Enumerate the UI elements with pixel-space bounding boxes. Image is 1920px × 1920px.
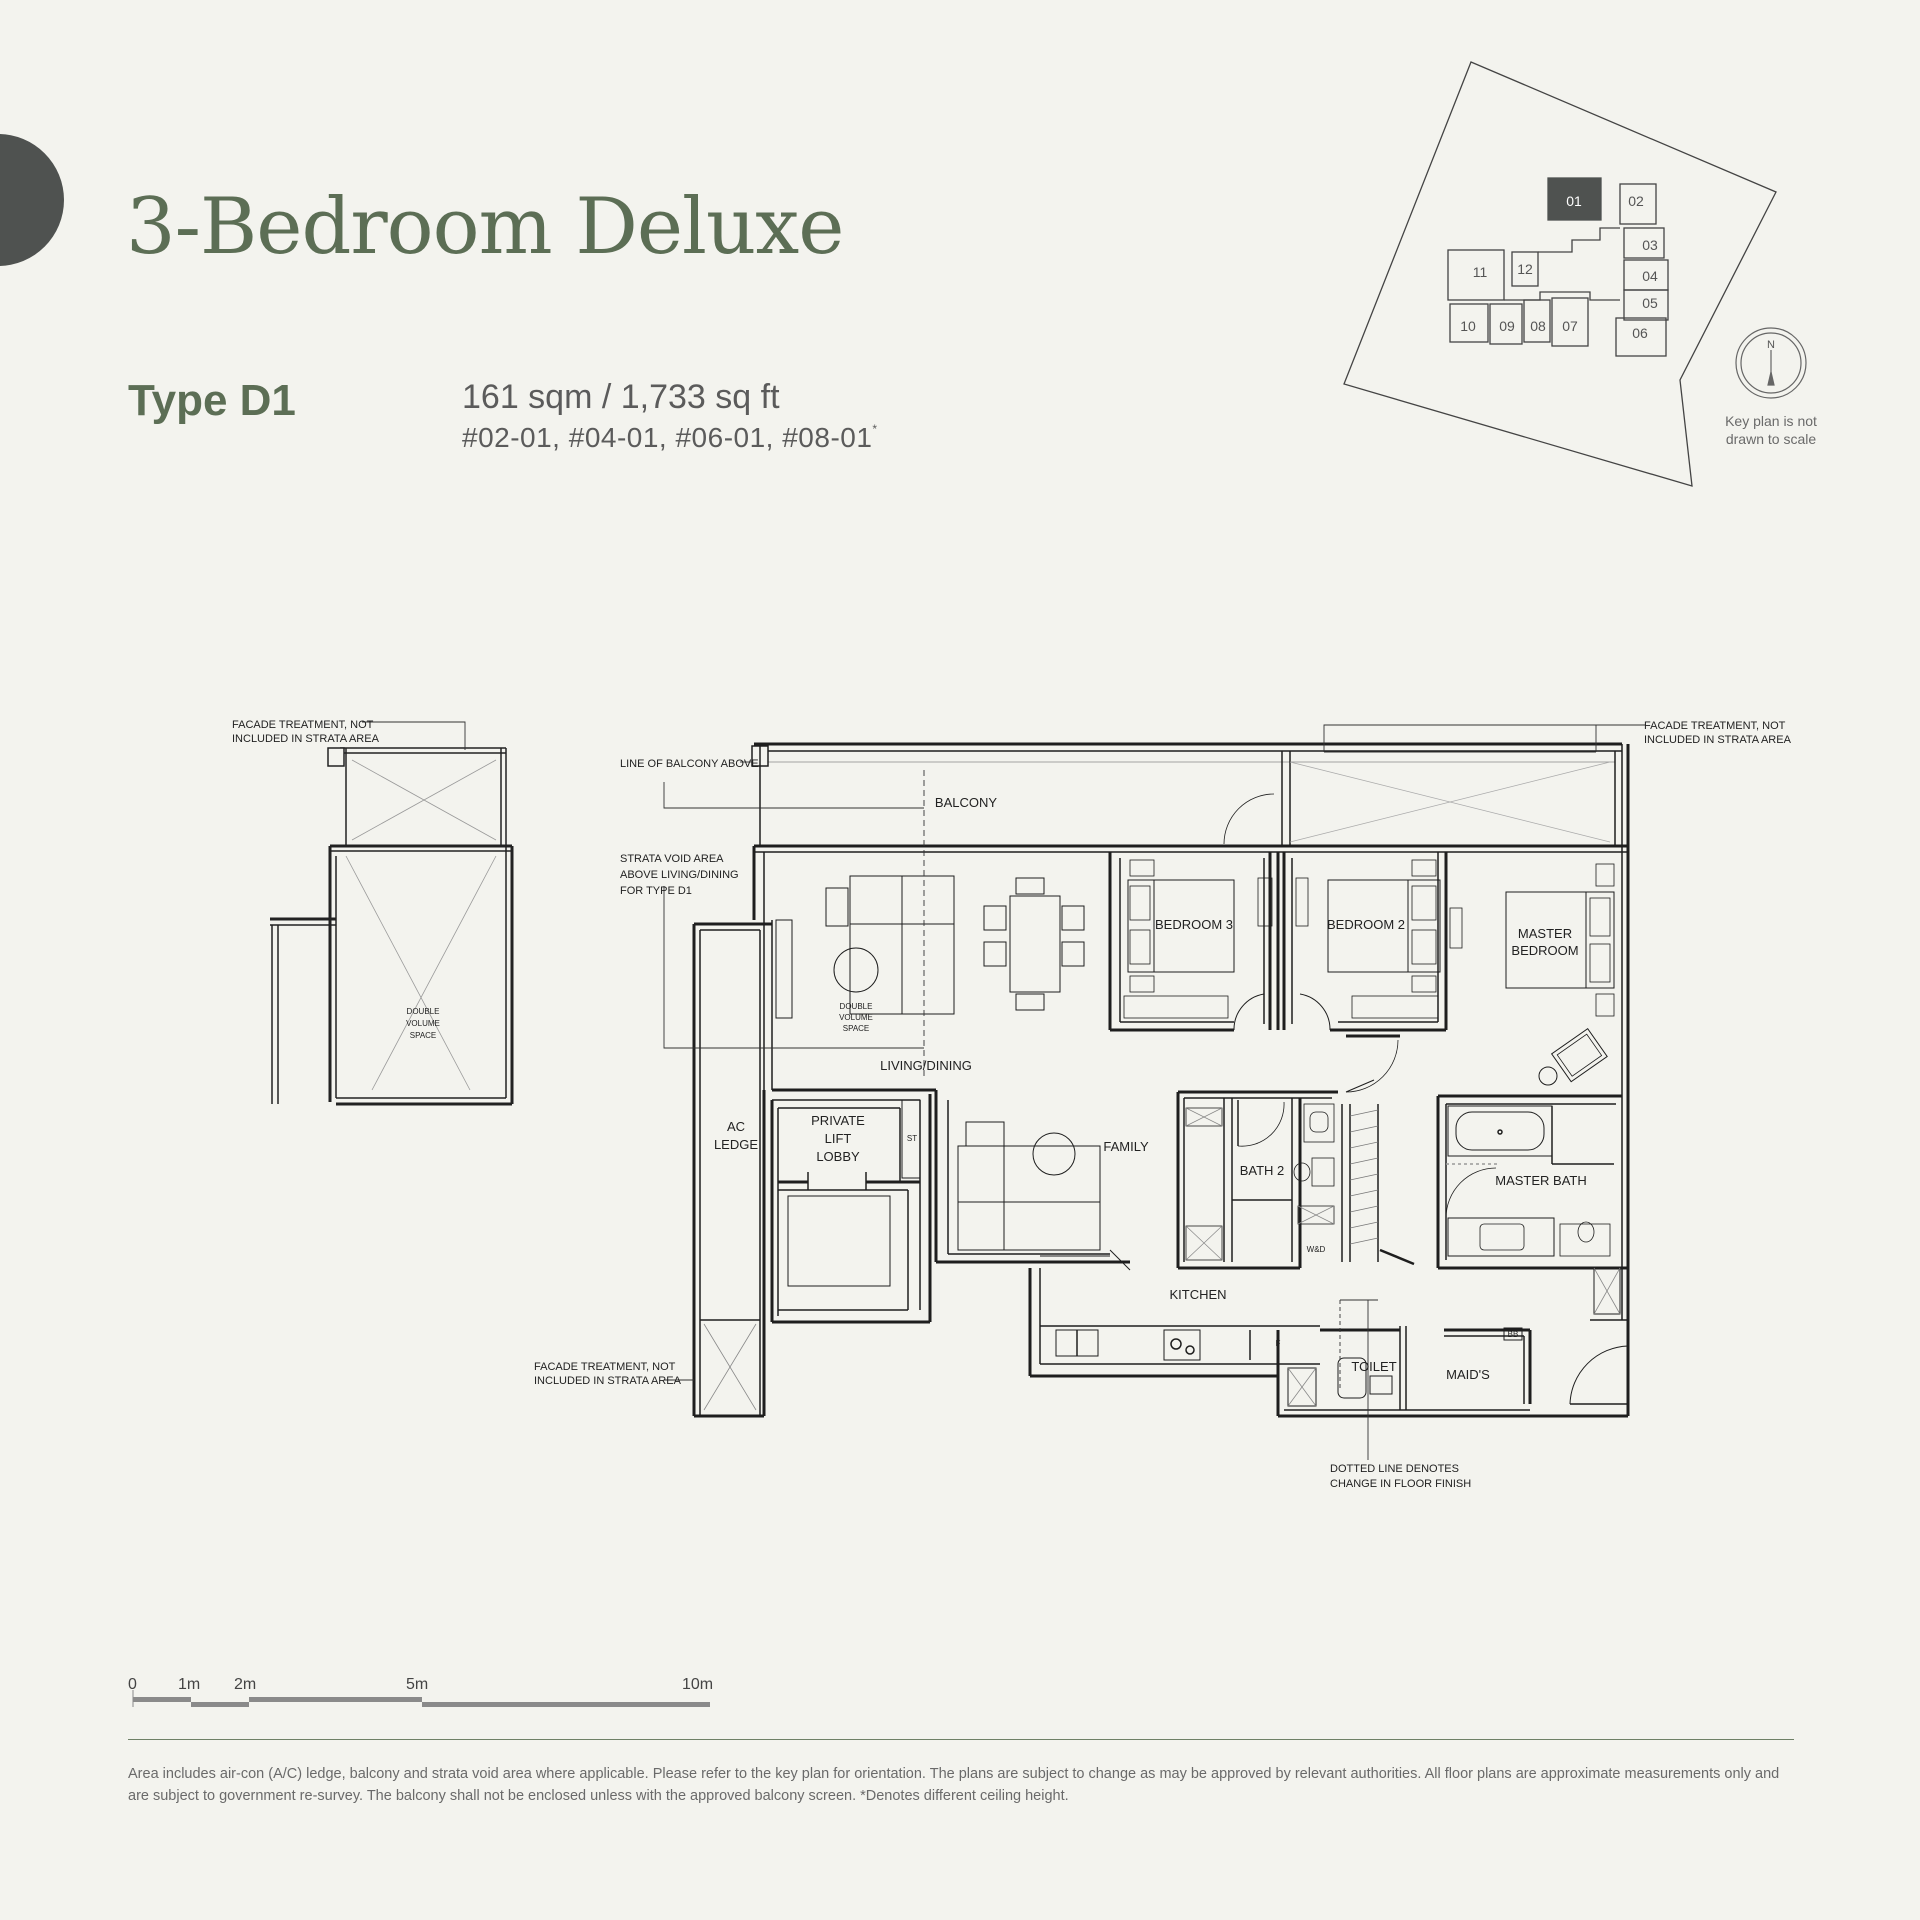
scale-label-0: 0 (128, 1676, 137, 1693)
double-volume-label-line2: VOLUME (839, 1013, 873, 1022)
room-living-dining: LIVING/DINING (880, 1058, 972, 1073)
key-plan-unit-02: 02 (1628, 193, 1644, 209)
key-plan-unit-08: 08 (1530, 318, 1546, 334)
room-labels: BALCONY BEDROOM 3 BEDROOM 2 MASTER BEDRO… (714, 795, 1587, 1382)
upper-void-label: DOUBLE VOLUME SPACE (406, 1007, 440, 1040)
room-master-bedroom-line1: MASTER (1518, 926, 1572, 941)
facade-note-left-line1: FACADE TREATMENT, NOT (232, 719, 374, 731)
room-maids: MAID'S (1446, 1367, 1490, 1382)
unit-type: Type D1 (128, 376, 296, 425)
key-plan-unit-06: 06 (1632, 325, 1648, 341)
facade-note-left-line2: INCLUDED IN STRATA AREA (232, 733, 380, 745)
room-ac-ledge-line1: AC (727, 1119, 745, 1134)
room-toilet: TOILET (1351, 1359, 1396, 1374)
double-volume-label-line1: DOUBLE (840, 1002, 873, 1011)
balcony-line-note: LINE OF BALCONY ABOVE (620, 758, 759, 770)
double-volume-label-line3: SPACE (843, 1024, 870, 1033)
room-bath-2: BATH 2 (1240, 1163, 1285, 1178)
key-plan-unit-10: 10 (1460, 318, 1476, 334)
strata-void-note-line2: ABOVE LIVING/DINING (620, 869, 739, 881)
room-store: ST (907, 1134, 917, 1143)
room-bedroom-3: BEDROOM 3 (1155, 917, 1233, 932)
upper-void-plan (270, 747, 514, 1106)
dotted-line-note-line2: CHANGE IN FLOOR FINISH (1330, 1478, 1471, 1490)
north-compass-icon (1735, 327, 1807, 399)
bomb-shelter-label: BB (1508, 1330, 1519, 1339)
key-plan-unit-11: 11 (1473, 264, 1488, 280)
room-kitchen: KITCHEN (1169, 1287, 1226, 1302)
scale-label-1m: 1m (178, 1676, 200, 1693)
scale-label-2m: 2m (234, 1676, 256, 1693)
room-master-bedroom-line2: BEDROOM (1511, 943, 1578, 958)
facade-note-right-line2: INCLUDED IN STRATA AREA (1644, 734, 1792, 746)
key-plan-site-boundary (1343, 61, 1777, 487)
strata-void-note-line1: STRATA VOID AREA (620, 853, 724, 865)
ceiling-height-mark: * (872, 422, 878, 436)
room-ac-ledge-line2: LEDGE (714, 1137, 758, 1152)
key-plan-unit-05: 05 (1642, 295, 1658, 311)
facade-note-bottom-line1: FACADE TREATMENT, NOT (534, 1361, 676, 1373)
footer-divider (128, 1739, 1794, 1740)
scale-label-10m: 10m (682, 1676, 713, 1693)
room-bedroom-2: BEDROOM 2 (1327, 917, 1405, 932)
scale-label-5m: 5m (406, 1676, 428, 1693)
strata-void-note-line3: FOR TYPE D1 (620, 885, 692, 897)
key-plan-labels: 01 02 03 04 05 06 07 08 09 10 11 12 (1460, 193, 1658, 341)
key-plan-unit-04: 04 (1642, 268, 1658, 284)
key-plan-unit-01-highlight (1547, 177, 1602, 221)
unit-area: 161 sqm / 1,733 sq ft (462, 378, 780, 416)
key-plan-unit-07: 07 (1562, 318, 1578, 334)
facade-note-right-line1: FACADE TREATMENT, NOT (1644, 720, 1786, 732)
double-volume-label-upper-1: DOUBLE (407, 1007, 440, 1016)
plan-annotations: FACADE TREATMENT, NOT INCLUDED IN STRATA… (232, 719, 1792, 1490)
dotted-line-note-line1: DOTTED LINE DENOTES (1330, 1463, 1459, 1475)
room-lift-lobby-line2: LIFT (825, 1131, 852, 1146)
unit-numbers-text: #02-01, #04-01, #06-01, #08-01 (462, 422, 873, 453)
room-washer-dryer: W&D (1307, 1245, 1326, 1254)
room-family: FAMILY (1103, 1139, 1149, 1154)
page-title: 3-Bedroom Deluxe (126, 182, 844, 272)
scale-bar: 0 1m 2m 5m 10m (128, 1676, 713, 1707)
facade-note-bottom-line2: INCLUDED IN STRATA AREA (534, 1375, 682, 1387)
leader-lines (362, 721, 1646, 1460)
double-volume-label-upper-3: SPACE (410, 1031, 437, 1040)
footer-disclaimer: Area includes air-con (A/C) ledge, balco… (128, 1766, 1780, 1804)
key-plan-unit-03: 03 (1642, 237, 1658, 253)
north-label: N (1767, 339, 1775, 351)
key-plan (1343, 61, 1777, 487)
key-plan-note: Key plan is not drawn to scale (1725, 413, 1817, 447)
main-plan-walls (692, 742, 1630, 1418)
unit-numbers: #02-01, #04-01, #06-01, #08-01* (462, 422, 878, 454)
room-lift-lobby-line1: PRIVATE (811, 1113, 865, 1128)
room-balcony: BALCONY (935, 795, 997, 810)
key-plan-unit-12: 12 (1517, 261, 1533, 277)
key-plan-unit-09: 09 (1499, 318, 1515, 334)
fridge-label: F (1276, 1339, 1281, 1348)
room-master-bath: MASTER BATH (1495, 1173, 1587, 1188)
key-plan-unit-01: 01 (1566, 193, 1582, 209)
room-lift-lobby-line3: LOBBY (816, 1149, 860, 1164)
double-volume-label-upper-2: VOLUME (406, 1019, 440, 1028)
